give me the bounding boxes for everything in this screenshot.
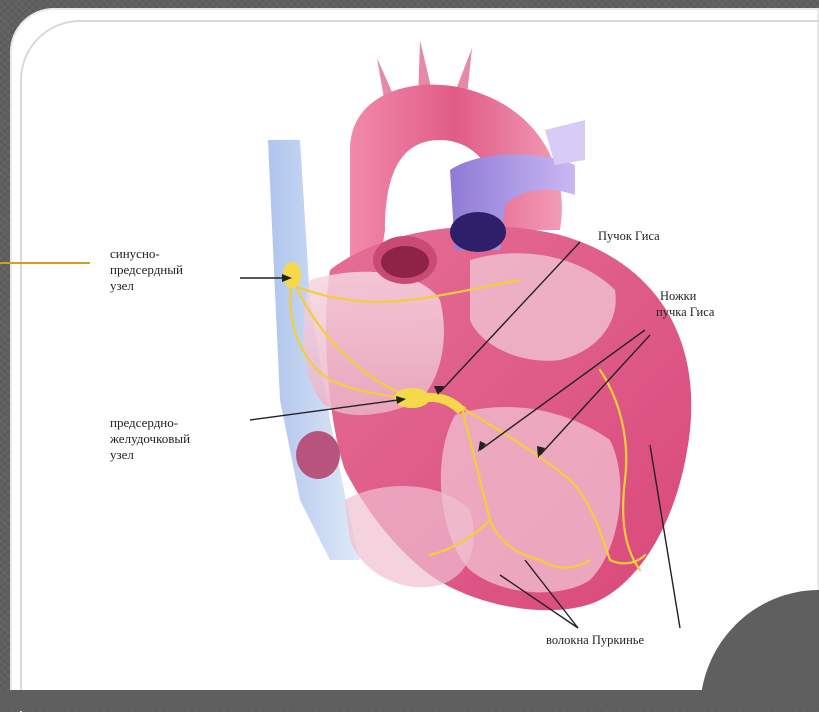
bundle-branches-label: Ножки пучка Гиса xyxy=(656,288,714,320)
coronary-sinus xyxy=(296,431,340,479)
sa-node-label: синусно- предсердный узел xyxy=(110,246,183,294)
his-bundle-label: Пучок Гиса xyxy=(598,228,660,244)
pulmonary-opening xyxy=(450,212,506,252)
av-node-label: предсердно- желудочковый узел xyxy=(110,415,190,463)
bottom-band xyxy=(0,690,819,711)
sa-node-shape xyxy=(283,262,301,288)
purkinje-fibers-label: волокна Пуркинье xyxy=(546,632,644,648)
right-ventricle xyxy=(345,486,474,587)
